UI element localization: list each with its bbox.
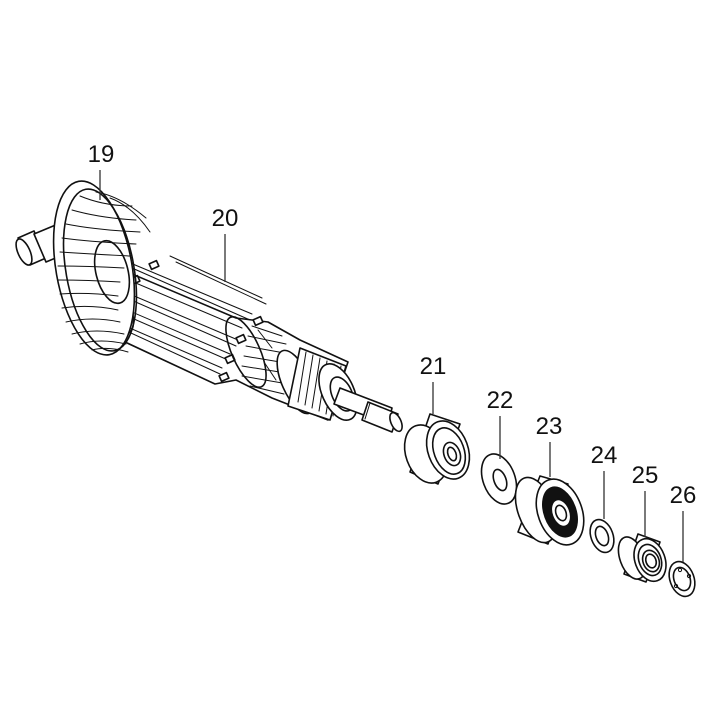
washer-part-24 [589, 518, 615, 554]
commutator [276, 347, 358, 421]
part-number-24: 24 [591, 442, 618, 469]
ball-bearing-part-23 [514, 475, 585, 546]
part-number-23: 23 [536, 413, 563, 440]
core-slots [115, 255, 267, 375]
retaining-ring-part-26 [668, 560, 696, 598]
part-number-25: 25 [632, 462, 659, 489]
part-number-20: 20 [212, 205, 239, 232]
part-number-21: 21 [420, 353, 447, 380]
callout-leaders [99, 170, 684, 562]
part-number-26: 26 [670, 482, 697, 509]
ball-bearing-part-25 [617, 533, 667, 583]
fan-part-19 [52, 180, 151, 356]
armature-front-shaft [333, 387, 403, 433]
part-number-22: 22 [487, 387, 514, 414]
fan-blades [57, 191, 151, 353]
callout-labels: 19 20 21 22 23 24 25 26 [88, 141, 697, 509]
part-number-19: 19 [88, 141, 115, 168]
washer-part-22 [480, 453, 518, 505]
bearing-retainer-part-21 [403, 413, 471, 485]
